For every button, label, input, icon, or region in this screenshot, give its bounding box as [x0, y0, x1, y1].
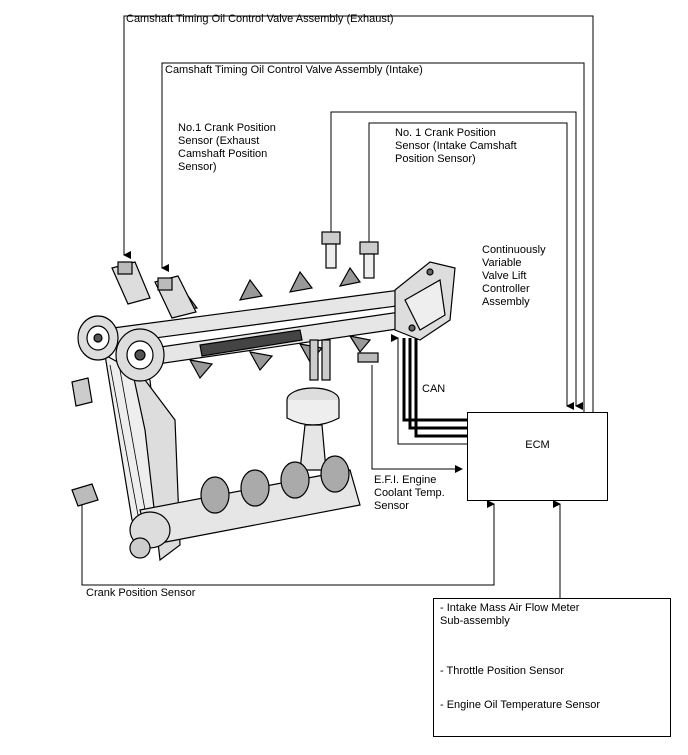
ocv-exhaust [111, 261, 151, 305]
wiring-lines [81, 15, 594, 598]
can-bus [402, 338, 467, 438]
cam-sensor-exhaust-body [321, 231, 341, 269]
oil-sensor-body [71, 377, 93, 407]
ocv-intake-wire [161, 62, 585, 412]
ocv-intake [154, 275, 197, 319]
ecm-box: ECM [467, 412, 608, 501]
valve-lift-controller-label: Continuously Variable Valve Lift Control… [482, 244, 546, 308]
coolant-sensor-body [357, 352, 379, 363]
crank-sensor-wire [81, 500, 495, 586]
engine-illustration [71, 231, 456, 562]
ocv-intake-label: Camshaft Timing Oil Control Valve Assemb… [165, 64, 423, 76]
sensor-list-item: - Intake Mass Air Flow Meter Sub-assembl… [440, 602, 580, 627]
piston-assembly [286, 339, 340, 471]
sensor-list-box: - Intake Mass Air Flow Meter Sub-assembl… [433, 598, 671, 737]
ocv-exhaust-wire [123, 15, 594, 412]
cam-sensor-exhaust-wire [330, 111, 583, 410]
crankshaft [129, 455, 361, 559]
sensor-list-item: - Engine Oil Temperature Sensor [440, 699, 600, 711]
coolant-sensor-wire [371, 365, 463, 473]
intake-camshaft [115, 311, 405, 382]
sensor-list-item: - Throttle Position Sensor [440, 665, 564, 677]
ocv-exhaust-label: Camshaft Timing Oil Control Valve Assemb… [126, 13, 394, 25]
cam-sensor-intake-wire [368, 122, 574, 410]
ecm-label: ECM [525, 439, 550, 451]
cam-sensor-exhaust-label: No.1 Crank Position Sensor (Exhaust Cams… [178, 122, 276, 173]
coolant-sensor-label: E.F.I. Engine Coolant Temp. Sensor [374, 474, 445, 512]
crank-sensor-body [71, 483, 99, 507]
crank-position-sensor-label: Crank Position Sensor [86, 587, 196, 599]
valve-lift-wire [391, 334, 467, 445]
valve-lift-controller-body [394, 261, 456, 341]
cam-sensor-intake-label: No. 1 Crank Position Sensor (Intake Cams… [395, 127, 517, 165]
cam-sensor-intake-body [359, 241, 379, 279]
can-label: CAN [422, 383, 446, 395]
